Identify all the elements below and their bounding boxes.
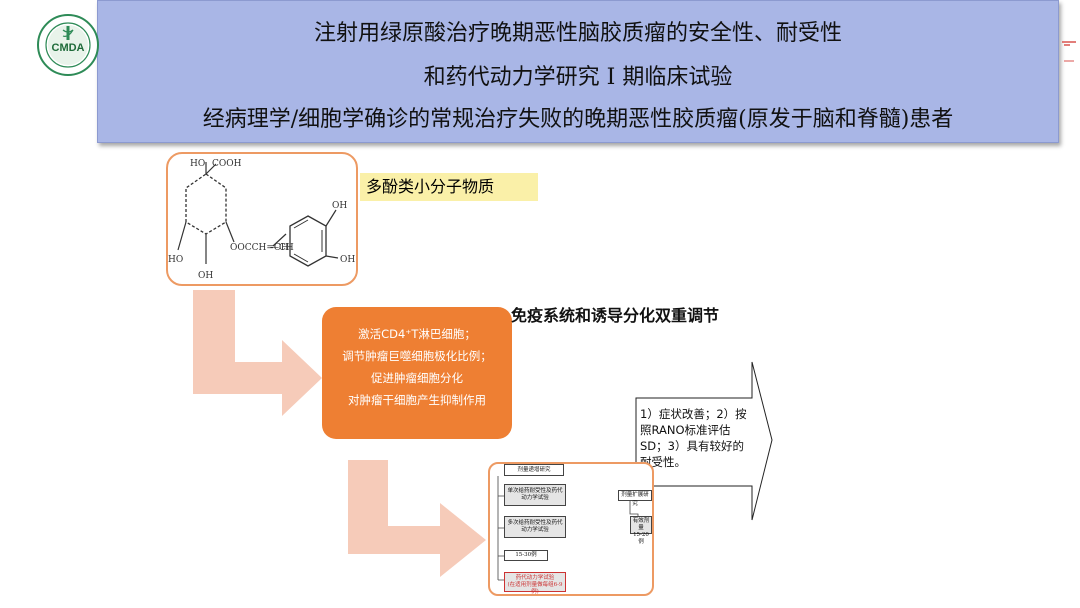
svg-text:—CH: —CH xyxy=(270,243,294,253)
atom-ester: OOCCH=CH xyxy=(230,243,289,253)
logo-text: CMDA xyxy=(52,42,85,54)
flow-multi-dose: 多次给药耐受性及药代动力学试验 xyxy=(504,516,566,538)
atom-ho-left: HO xyxy=(168,255,183,265)
outcome-text: 1）症状改善；2）按照RANO标准评估SD；3）具有较好的耐受性。 xyxy=(640,407,747,469)
immune-heading: 免疫系统和诱导分化双重调节 xyxy=(511,306,720,325)
immune-mechanism-box: 激活CD4⁺T淋巴细胞； 调节肿瘤巨噬细胞极化比例； 促进肿瘤细胞分化 对肿瘤干… xyxy=(322,307,512,439)
flow-dose-expansion: 剂量扩展研究 xyxy=(618,490,652,507)
l-arrow-2 xyxy=(348,460,486,577)
atom-cooh: COOH xyxy=(212,159,242,169)
mechanism-line-4: 对肿瘤干细胞产生抑制作用 xyxy=(348,393,486,407)
mechanism-line-1: 激活CD4⁺T淋巴细胞； xyxy=(358,327,476,341)
title-line-2: 和药代动力学研究 Ⅰ 期临床试验 xyxy=(423,65,733,90)
flow-pk-trial: 药代动力学试验 (在适用剂量做每组6-9例) xyxy=(504,572,566,595)
molecule-label: 多酚类小分子物质 xyxy=(360,173,538,201)
atom-oh-bottom: OH xyxy=(198,271,213,281)
flow-dose-escalation: 剂量递增研究 xyxy=(504,464,564,476)
molecule-box: HO COOH HO OH OOCCH=CH —CH OH OH xyxy=(166,152,358,286)
flow-pk-label: 药代动力学试验 xyxy=(515,575,555,581)
flow-count-1: 15-30例 xyxy=(504,550,548,561)
atom-ho-top: HO xyxy=(190,159,205,169)
title-line-1: 注射用绿原酸治疗晚期恶性脑胶质瘤的安全性、耐受性 xyxy=(313,21,842,46)
atom-oh-right-1: OH xyxy=(332,201,347,211)
atom-oh-right-2: OH xyxy=(340,255,355,265)
title-banner: 注射用绿原酸治疗晚期恶性脑胶质瘤的安全性、耐受性 和药代动力学研究 Ⅰ 期临床试… xyxy=(97,0,1059,143)
flow-single-dose: 单次给药耐受性及药代动力学试验 xyxy=(504,484,566,506)
title-line-3: 经病理学/细胞学确诊的常规治疗失败的晚期恶性胶质瘤(原发于脑和脊髓)患者 xyxy=(202,107,954,132)
mechanism-line-2: 调节肿瘤巨噬细胞极化比例； xyxy=(342,349,492,363)
flow-pk-sub: (在适用剂量做每组6-9例) xyxy=(507,582,563,595)
corner-decoration xyxy=(1062,41,1076,62)
flowchart-connectors xyxy=(497,476,640,581)
cmda-logo: CMDA xyxy=(37,14,99,76)
l-arrow-1 xyxy=(193,290,322,416)
outcome-arrow xyxy=(635,361,773,521)
trial-design-box: 剂量递增研究 单次给药耐受性及药代动力学试验 多次给药耐受性及药代动力学试验 1… xyxy=(488,462,654,596)
chlorogenic-acid-structure: HO COOH HO OH OOCCH=CH —CH OH OH xyxy=(168,159,355,281)
flow-count-2: 15-20例 xyxy=(633,532,649,545)
mechanism-line-3: 促进肿瘤细胞分化 xyxy=(371,371,463,385)
